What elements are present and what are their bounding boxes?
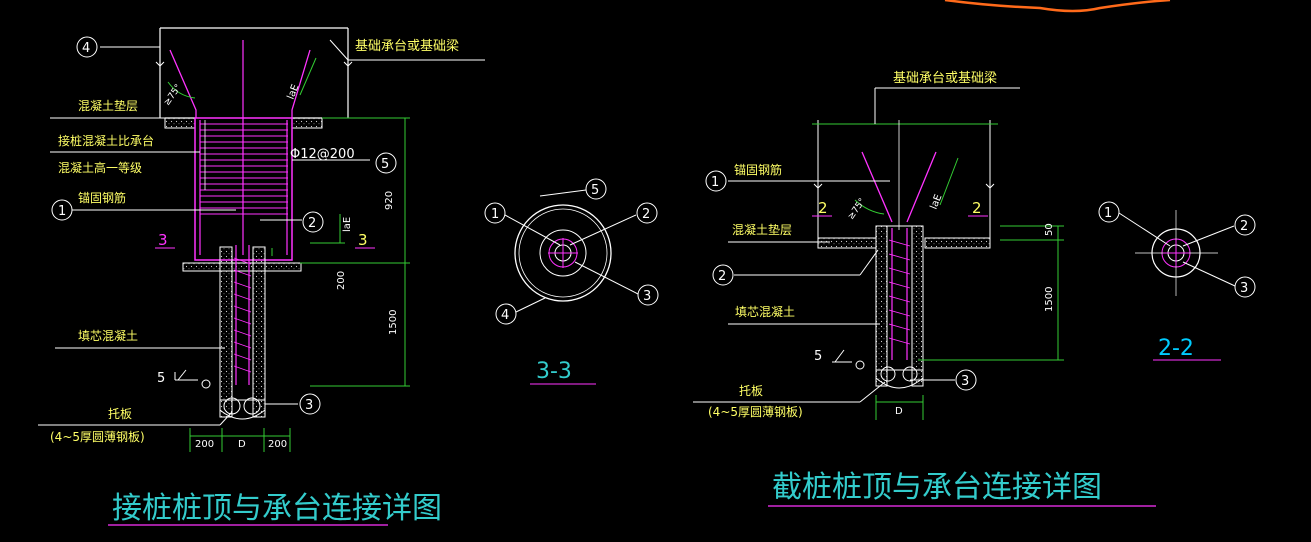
s33-callout-4: 4 xyxy=(495,303,517,325)
left-cushion-label: 混凝土垫层 xyxy=(78,98,138,113)
left-callout-5: 5 xyxy=(375,152,397,174)
left-foundation-label: 基础承台或基础梁 xyxy=(355,39,459,54)
svg-text:1: 1 xyxy=(58,204,66,219)
svg-text:3: 3 xyxy=(643,289,651,304)
s22-callout-2: 2 xyxy=(1234,214,1256,236)
left-callout-2: 2 xyxy=(302,211,324,233)
left-base-pad xyxy=(182,262,302,272)
left-section-mark-3b: 3 xyxy=(358,231,368,249)
svg-text:3: 3 xyxy=(305,398,313,413)
left-cap-outline xyxy=(159,27,349,118)
left-rebar-spec: Φ12@200 xyxy=(290,147,355,162)
svg-text:1: 1 xyxy=(491,207,499,222)
right-callout-2: 2 xyxy=(712,264,734,286)
left-pile-wall-left xyxy=(219,246,233,418)
right-detail: 基础承台或基础梁 ≥75° laE 5 xyxy=(693,71,1156,507)
svg-text:4: 4 xyxy=(501,308,509,323)
svg-text:2: 2 xyxy=(718,269,726,284)
s33-callout-5: 5 xyxy=(585,178,607,200)
right-fill-label: 填芯混凝土 xyxy=(735,304,795,319)
left-title: 接桩桩顶与承台连接详图 xyxy=(112,491,442,526)
right-weld-num: 5 xyxy=(814,349,822,364)
left-anchor-label: 锚固钢筋 xyxy=(78,190,126,205)
right-section-mark-b: 2 xyxy=(972,199,982,217)
right-callout-1: 1 xyxy=(705,170,727,192)
left-plate-label: 托板 xyxy=(108,407,132,421)
left-cushion-right xyxy=(291,117,323,129)
left-angle-label: ≥75° xyxy=(162,83,184,108)
s22-callout-1: 1 xyxy=(1098,201,1120,223)
svg-text:5: 5 xyxy=(381,157,389,172)
right-lae: laE xyxy=(929,193,945,211)
left-rebar-horizontal xyxy=(200,123,288,215)
left-callout-1: 1 xyxy=(51,199,73,221)
svg-text:5: 5 xyxy=(591,183,599,198)
left-plate-spec: (4~5厚圆薄钢板) xyxy=(50,429,145,444)
svg-text:3: 3 xyxy=(961,374,969,389)
section-3-3: 5 1 2 4 3 3-3 xyxy=(484,178,659,385)
svg-text:2: 2 xyxy=(308,216,316,231)
left-pile-wall-right xyxy=(252,246,266,418)
right-dim-50: 50 xyxy=(1044,223,1055,236)
right-cushion-right xyxy=(924,237,991,249)
left-callout-3: 3 xyxy=(299,393,321,415)
right-plate-spec: (4~5厚圆薄钢板) xyxy=(708,404,803,419)
right-dim-1500: 1500 xyxy=(1044,287,1055,312)
svg-text:1: 1 xyxy=(711,175,719,190)
right-plate-label: 托板 xyxy=(739,384,763,398)
svg-text:2: 2 xyxy=(1240,219,1248,234)
right-cushion-label: 混凝土垫层 xyxy=(732,222,792,237)
section-2-2: 1 2 3 2-2 xyxy=(1098,201,1256,361)
left-grade-label-1: 接桩混凝土比承台 xyxy=(58,133,154,148)
left-dim-bottom-200a: 200 xyxy=(195,439,214,450)
s33-callout-1: 1 xyxy=(484,202,506,224)
s22-title: 2-2 xyxy=(1158,336,1194,361)
left-callout-4: 4 xyxy=(76,36,98,58)
left-dim-bottom-d: D xyxy=(238,439,246,450)
left-grade-label-2: 混凝土高一等级 xyxy=(58,160,142,175)
right-dim-d: D xyxy=(895,406,903,417)
right-callout-3: 3 xyxy=(955,369,977,391)
left-lae-small: laE xyxy=(342,217,353,232)
right-anchor-label: 锚固钢筋 xyxy=(734,162,782,177)
right-foundation-label: 基础承台或基础梁 xyxy=(893,71,997,86)
svg-text:3: 3 xyxy=(1240,281,1248,296)
left-fill-label: 填芯混凝土 xyxy=(78,328,138,343)
left-dim-200: 200 xyxy=(336,271,347,290)
right-section-mark-a: 2 xyxy=(818,199,828,217)
svg-text:2: 2 xyxy=(642,207,650,222)
svg-text:1: 1 xyxy=(1104,206,1112,221)
right-title: 截桩桩顶与承台连接详图 xyxy=(772,470,1102,505)
s33-callout-3: 3 xyxy=(637,284,659,306)
left-dim-bottom-200b: 200 xyxy=(268,439,287,450)
s33-title: 3-3 xyxy=(536,359,572,384)
s22-callout-3: 3 xyxy=(1234,276,1256,298)
left-weld-num: 5 xyxy=(157,371,165,386)
s33-callout-2: 2 xyxy=(636,202,658,224)
left-dim-1500: 1500 xyxy=(388,310,399,335)
left-dim-920: 920 xyxy=(384,191,395,210)
left-section-mark-3a: 3 xyxy=(158,231,168,249)
left-detail: ≥75° laE 5 xyxy=(38,27,485,526)
left-lae-top: laE xyxy=(286,83,302,101)
svg-text:4: 4 xyxy=(82,41,90,56)
right-cushion-left xyxy=(817,237,877,249)
right-pile-wall-right xyxy=(911,225,924,387)
left-cushion-left xyxy=(164,117,196,129)
orange-stroke xyxy=(944,0,1171,13)
right-angle-label: ≥75° xyxy=(846,197,868,222)
left-dimensions xyxy=(271,117,410,387)
